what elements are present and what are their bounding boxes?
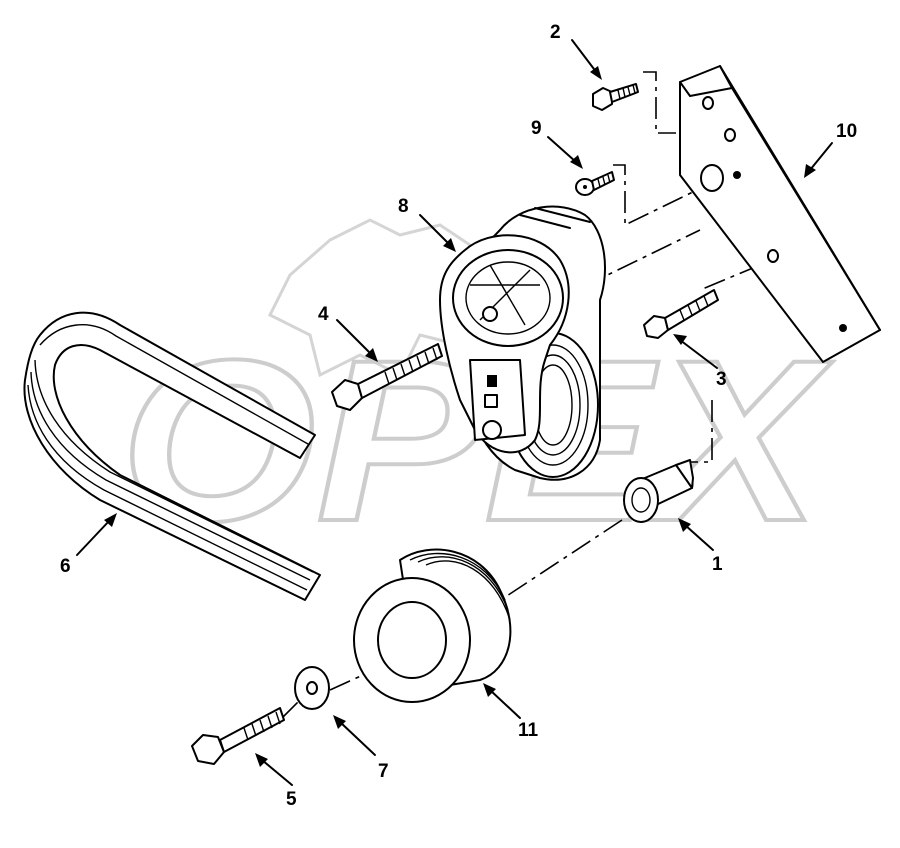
callout-1: 1 — [712, 554, 723, 575]
bolt-part-2 — [592, 83, 639, 111]
callout-7: 7 — [378, 761, 389, 782]
callout-4: 4 — [318, 304, 329, 325]
callout-6: 6 — [60, 556, 71, 577]
bolt-part-4 — [331, 343, 443, 411]
bracket-part-10 — [679, 65, 881, 363]
bolt-part-9 — [575, 171, 615, 196]
callout-10: 10 — [836, 121, 857, 142]
bolt-part-3 — [643, 289, 719, 339]
leader-lines — [76, 39, 833, 786]
pulley-part-11 — [353, 548, 512, 703]
callout-9: 9 — [531, 118, 542, 139]
callout-3: 3 — [716, 369, 727, 390]
spacer-part-1 — [623, 459, 694, 523]
callout-5: 5 — [286, 789, 297, 810]
callout-2: 2 — [550, 22, 561, 43]
callout-labels: 2 9 8 10 4 3 1 6 11 7 5 — [60, 22, 857, 810]
callout-11: 11 — [518, 720, 539, 741]
washer-part-7 — [294, 666, 330, 710]
bolt-part-5 — [191, 707, 285, 765]
tensioner-part-8 — [439, 205, 606, 481]
belt-part-6 — [23, 311, 321, 601]
callout-8: 8 — [398, 196, 409, 217]
